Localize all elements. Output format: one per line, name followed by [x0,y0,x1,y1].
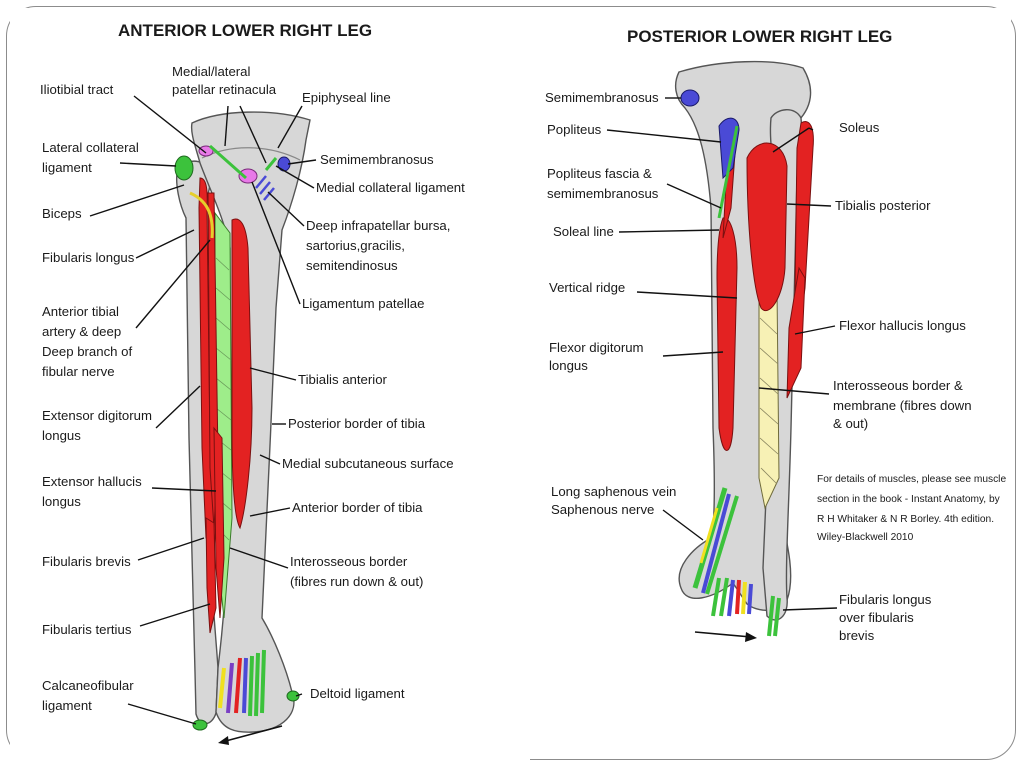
label-deep-bursa-2: sartorius,gracilis, [306,238,405,253]
label-fibularis-posterior-1: Fibularis longus [839,592,932,607]
posterior-leader-lines [606,97,838,611]
label-soleus: Soleus [839,120,880,135]
ankle-tendons-anterior [218,649,266,717]
label-posterior-border: Posterior border of tibia [288,416,426,431]
label-flexor-digitorum-2: longus [549,358,588,373]
ankle-tendons-posterior [692,487,781,637]
deep-infrapatellar-bursa [238,168,258,184]
label-anterior-tibial-3: Deep branch of [42,344,133,359]
medial-collateral-green [264,157,278,171]
label-soleal-line: Soleal line [553,224,614,239]
label-fibularis-tertius: Fibularis tertius [42,622,132,637]
label-semimembranosus-anterior: Semimembranosus [320,152,434,167]
calcaneofibular-ligament-shape [192,719,208,731]
reference-note-line-1: For details of muscles, please see muscl… [817,474,1006,485]
label-extensor-hallucis-1: Extensor hallucis [42,474,142,489]
flexor-digitorum-muscle [716,217,738,451]
label-interosseous-1: Interosseous border [290,554,408,569]
label-flexor-hallucis: Flexor hallucis longus [839,318,966,333]
bursa-lateral [198,145,214,157]
reference-note-line-2: section in the book - Instant Anatomy, b… [817,494,1001,505]
posterior-title: POSTERIOR LOWER RIGHT LEG [627,27,892,46]
posterior-diagram-panel: POSTERIOR LOWER RIGHT LEG [533,8,1011,668]
label-extensor-digitorum-2: longus [42,428,81,443]
label-medial-subcutaneous: Medial subcutaneous surface [282,456,454,471]
lateral-collateral-ligament-shape [174,155,194,181]
popliteus-blue [718,117,740,180]
label-calcaneofibular-1: Calcaneofibular [42,678,134,693]
label-ligamentum-patellae: Ligamentum patellae [302,296,424,311]
semimembranosus-blue-posterior [680,89,700,107]
label-biceps: Biceps [42,206,82,221]
membrane-hatching-posterior [759,317,779,485]
tibialis-anterior-muscle [231,218,253,530]
label-popliteus-fascia-1: Popliteus fascia & [547,166,652,181]
label-patellar-retinacula-1: Medial/lateral [172,64,250,79]
anterior-diagram-panel: ANTERIOR LOWER RIGHT LEG [10,8,530,760]
label-epiphyseal-line: Epiphyseal line [302,90,391,105]
flexor-hallucis-muscle [786,266,806,399]
label-anterior-border: Anterior border of tibia [292,500,423,515]
retinaculum-green [209,144,247,180]
label-extensor-digitorum-1: Extensor digitorum [42,408,152,423]
reference-note-line-4: Wiley-Blackwell 2010 [817,532,914,543]
reference-note-line-3: R H Whitaker & N R Borley. 4th edition. [817,514,994,525]
label-vertical-ridge: Vertical ridge [549,280,625,295]
label-interosseous-posterior-3: & out) [833,416,868,431]
label-tibialis-posterior: Tibialis posterior [835,198,931,213]
anterior-leader-lines [89,95,317,725]
label-patellar-retinacula-2: patellar retinacula [172,82,277,97]
label-anterior-tibial-4: fibular nerve [42,364,115,379]
arrow-head-posterior [745,632,757,642]
label-interosseous-posterior-1: Interosseous border & [833,378,963,393]
label-interosseous-posterior-2: membrane (fibres down [833,398,972,413]
label-lateral-collateral-2: ligament [42,160,92,175]
posterior-diagram: POSTERIOR LOWER RIGHT LEG [545,27,1006,643]
label-tibialis-anterior: Tibialis anterior [298,372,388,387]
popliteus-fascia-green [717,125,739,219]
label-fibularis-posterior-3: brevis [839,628,875,643]
tibialis-posterior-muscle [746,142,788,311]
arrow-head-anterior [218,736,229,745]
direction-arrow-anterior [221,725,283,743]
label-fibularis-longus: Fibularis longus [42,250,135,265]
label-lateral-collateral-1: Lateral collateral [42,140,139,155]
deltoid-ligament-shape [286,690,300,702]
direction-arrow-posterior [694,631,752,638]
label-deep-bursa-3: semitendinosus [306,258,398,273]
label-fibularis-posterior-2: over fibularis [839,610,914,625]
anterior-title: ANTERIOR LOWER RIGHT LEG [118,21,372,40]
label-popliteus-fascia-2: semimembranosus [547,186,659,201]
label-popliteus: Popliteus [547,122,602,137]
label-deltoid: Deltoid ligament [310,686,405,701]
interosseous-membrane-posterior [758,287,780,510]
label-medial-collateral: Medial collateral ligament [316,180,465,195]
label-anterior-tibial-1: Anterior tibial [42,304,119,319]
label-saphenous-1: Long saphenous vein [551,484,676,499]
fibularis-longus-muscle [198,177,217,550]
label-fibularis-brevis: Fibularis brevis [42,554,131,569]
label-interosseous-2: (fibres run down & out) [290,574,423,589]
label-semimembranosus-posterior: Semimembranosus [545,90,659,105]
label-extensor-hallucis-2: longus [42,494,81,509]
label-flexor-digitorum-1: Flexor digitorum [549,340,644,355]
fibular-nerve [189,191,214,239]
pes-anserinus-lines [255,175,275,201]
label-anterior-tibial-2: artery & deep [42,324,121,339]
label-iliotibial-tract: Iliotibial tract [40,82,114,97]
label-saphenous-2: Saphenous nerve [551,502,654,517]
extensor-hallucis-muscle [213,426,225,619]
anterior-diagram: ANTERIOR LOWER RIGHT LEG [40,21,465,745]
label-deep-bursa-1: Deep infrapatellar bursa, [306,218,450,233]
label-calcaneofibular-2: ligament [42,698,92,713]
